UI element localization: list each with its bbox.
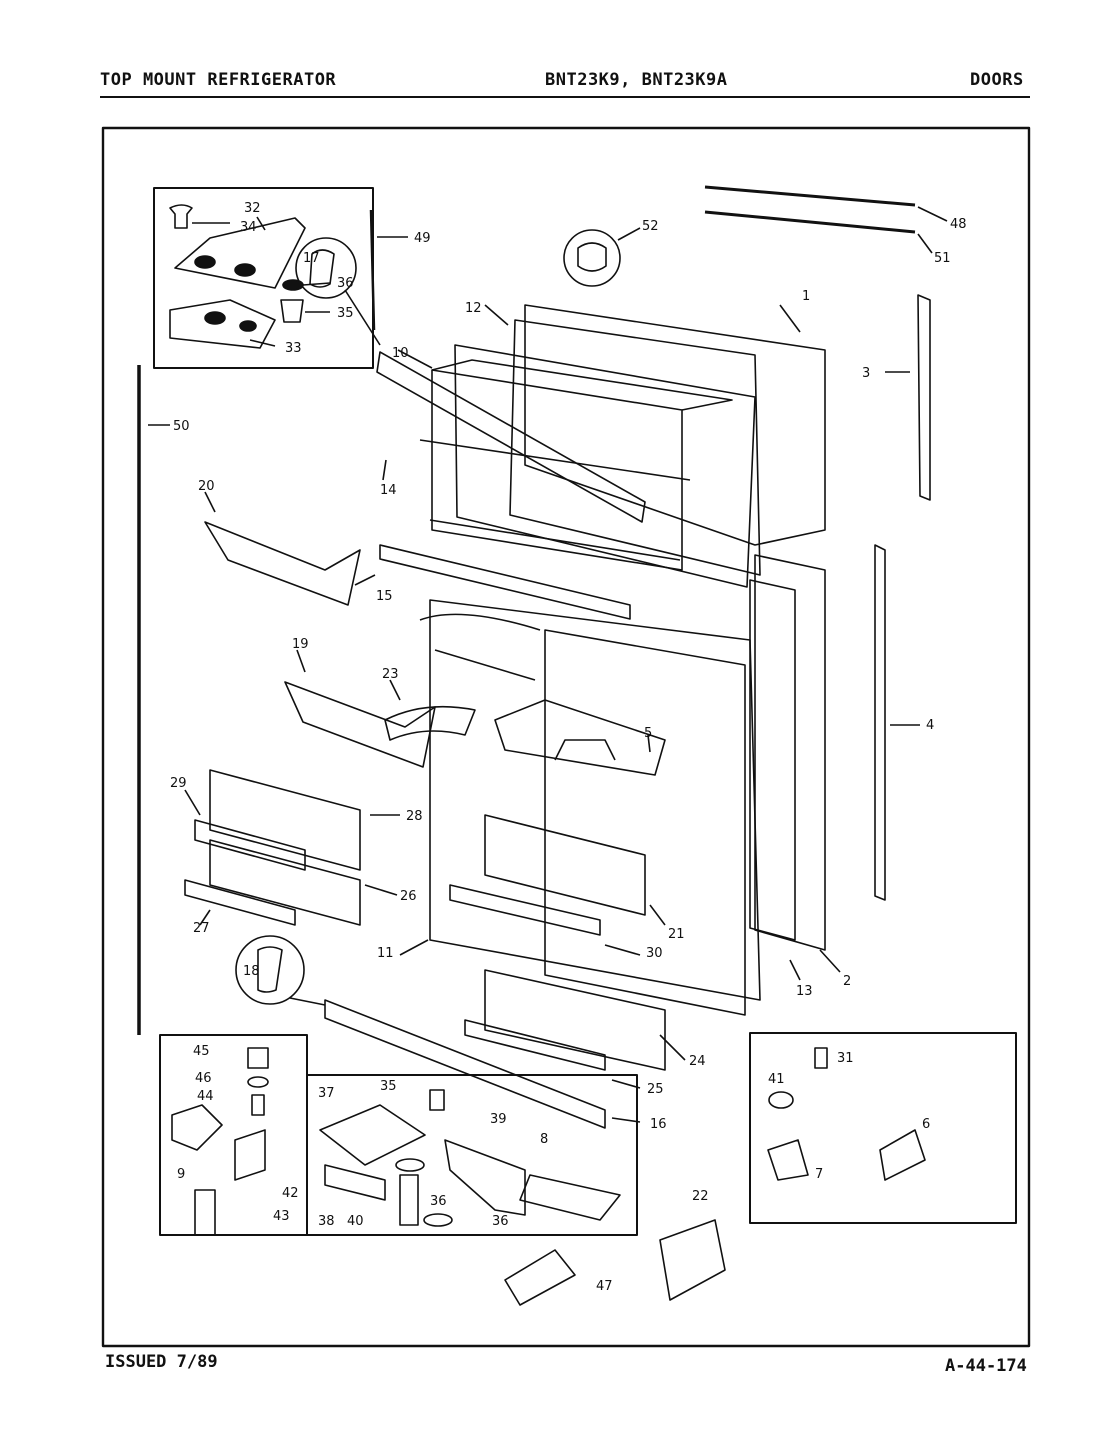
callout-9: 9	[177, 1167, 185, 1182]
callout-13: 13	[796, 984, 813, 999]
callout-46: 46	[195, 1071, 212, 1086]
part-15-trim	[379, 544, 631, 620]
callout-15: 15	[376, 589, 393, 604]
callout-39: 39	[490, 1112, 507, 1127]
callout-19: 19	[292, 637, 309, 652]
part-28-shelf	[209, 769, 361, 871]
callout-16: 16	[650, 1117, 667, 1132]
callout-10: 10	[392, 346, 409, 361]
callout-27: 27	[193, 921, 210, 936]
callout-1: 1	[802, 289, 810, 304]
header-section: DOORS	[970, 70, 1024, 90]
footer-issued: ISSUED 7/89	[105, 1352, 218, 1372]
callout-37: 37	[318, 1086, 335, 1101]
inset-bottom-hinge	[159, 1034, 638, 1236]
part-21-shelf	[484, 814, 646, 916]
callout-17: 17	[303, 251, 320, 266]
callout-3: 3	[862, 366, 870, 381]
callout-52: 52	[642, 219, 659, 234]
callout-34: 34	[240, 220, 257, 235]
callout-11: 11	[377, 946, 394, 961]
part-27-label-strip	[184, 879, 296, 926]
part-18-detail	[235, 935, 305, 1005]
part-19-bin	[284, 681, 436, 768]
callout-30: 30	[646, 946, 663, 961]
part-20-bin	[204, 521, 361, 606]
callout-44: 44	[197, 1089, 214, 1104]
callout-24: 24	[689, 1054, 706, 1069]
part-24-shelf	[484, 969, 666, 1071]
callout-36-middle: 36	[430, 1194, 447, 1209]
callout-18: 18	[243, 964, 260, 979]
part-23-handle	[384, 705, 476, 741]
callout-32: 32	[244, 201, 261, 216]
callout-21: 21	[668, 927, 685, 942]
part-51-trim	[704, 210, 916, 234]
callout-25: 25	[647, 1082, 664, 1097]
callout-12: 12	[465, 301, 482, 316]
inset-right-parts	[749, 1032, 1017, 1224]
callout-14: 14	[380, 483, 397, 498]
callout-43: 43	[273, 1209, 290, 1224]
callout-20: 20	[198, 479, 215, 494]
inset-top-hinge	[153, 187, 374, 369]
callout-36-bottom: 36	[492, 1214, 509, 1229]
callout-2: 2	[843, 974, 851, 989]
callout-8: 8	[540, 1132, 548, 1147]
callout-28: 28	[406, 809, 423, 824]
callout-47: 47	[596, 1279, 613, 1294]
callout-51: 51	[934, 251, 951, 266]
freezer-door	[376, 304, 826, 588]
part-25-strip	[464, 1019, 606, 1071]
header-rule	[100, 96, 1030, 98]
callout-5: 5	[644, 726, 652, 741]
header-title: TOP MOUNT REFRIGERATOR	[100, 70, 337, 90]
part-17-detail	[295, 237, 357, 299]
part-30-strip	[449, 884, 601, 936]
callout-33: 33	[285, 341, 302, 356]
part-47-clip	[504, 1249, 576, 1306]
callout-29: 29	[170, 776, 187, 791]
callout-31: 31	[837, 1051, 854, 1066]
callout-7: 7	[815, 1167, 823, 1182]
part-52-detail	[563, 229, 621, 287]
part-14-shelf-bar	[376, 351, 646, 523]
callout-41: 41	[768, 1072, 785, 1087]
callout-35-top: 35	[337, 306, 354, 321]
footer-doc-number: A-44-174	[945, 1356, 1027, 1376]
header-model-numbers: BNT23K9, BNT23K9A	[545, 70, 728, 90]
part-26-shelf	[209, 839, 361, 926]
callout-49: 49	[414, 231, 431, 246]
part-4-strip	[874, 544, 886, 901]
callout-22: 22	[692, 1189, 709, 1204]
callout-48: 48	[950, 217, 967, 232]
callout-45: 45	[193, 1044, 210, 1059]
fresh-food-door	[419, 554, 826, 1016]
callout-42: 42	[282, 1186, 299, 1201]
callout-26: 26	[400, 889, 417, 904]
part-49-strip	[369, 209, 376, 331]
callout-38: 38	[318, 1214, 335, 1229]
callout-6: 6	[922, 1117, 930, 1132]
part-22-cover	[659, 1219, 726, 1301]
part-48-trim	[704, 185, 916, 207]
part-29-label-strip	[194, 819, 306, 871]
diagram-frame	[101, 126, 1031, 1348]
callout-4: 4	[926, 718, 934, 733]
callout-50: 50	[173, 419, 190, 434]
callout-35-bottom: 35	[380, 1079, 397, 1094]
part-16-trim	[324, 999, 606, 1129]
callout-23: 23	[382, 667, 399, 682]
part-3-strip	[917, 294, 931, 501]
part-5-egg-tray	[494, 699, 666, 776]
callout-40: 40	[347, 1214, 364, 1229]
callout-36-top: 36	[337, 276, 354, 291]
